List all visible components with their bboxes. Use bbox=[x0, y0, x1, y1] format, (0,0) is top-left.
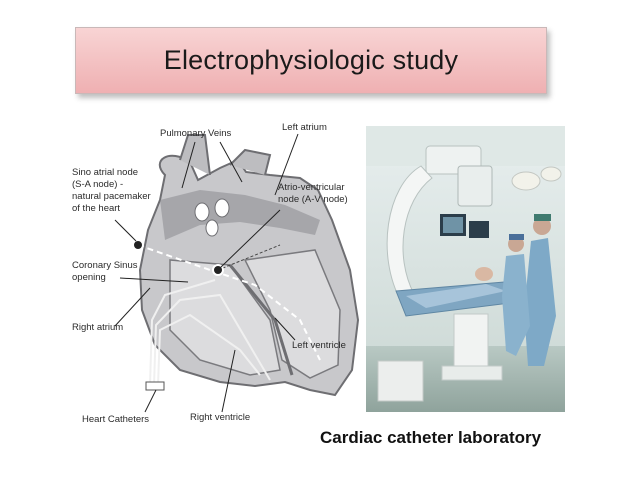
monitor-screen bbox=[443, 217, 463, 233]
table-pedestal bbox=[453, 313, 489, 370]
photo-caption: Cardiac catheter laboratory bbox=[320, 428, 542, 447]
staff-cap bbox=[509, 234, 524, 240]
label-av-node: Atrio-ventricular bbox=[278, 182, 345, 193]
detector bbox=[457, 165, 493, 207]
label-sa-node: Sino atrial node bbox=[72, 167, 138, 178]
table-base bbox=[441, 365, 503, 381]
label-right-ventricle: Right ventricle bbox=[190, 412, 250, 423]
heart-diagram: Pulmonary Veins Left atrium Sino atrial … bbox=[72, 122, 360, 425]
label-av-node: node (A-V node) bbox=[278, 194, 348, 205]
staff-member bbox=[524, 238, 556, 366]
label-sa-node: natural pacemaker bbox=[72, 191, 151, 202]
label-sa-node: of the heart bbox=[72, 203, 120, 214]
septum bbox=[228, 264, 294, 376]
patient-head bbox=[475, 267, 493, 281]
title-banner: Electrophysiologic study bbox=[75, 27, 547, 94]
catheter-connector bbox=[145, 381, 165, 391]
staff-member bbox=[502, 254, 530, 356]
pointer-lines bbox=[114, 133, 299, 413]
surgical-lamp bbox=[540, 166, 562, 182]
pulmonary-vein-opening bbox=[214, 198, 230, 218]
label-sa-node: (S-A node) - bbox=[72, 179, 123, 190]
label-heart-catheters: Heart Catheters bbox=[82, 414, 149, 425]
staff-cap bbox=[534, 214, 551, 221]
atrium-wall bbox=[160, 190, 320, 240]
staff-head bbox=[533, 217, 551, 235]
slide-title: Electrophysiologic study bbox=[163, 45, 459, 75]
label-left-ventricle: Left ventricle bbox=[292, 340, 346, 351]
av-dashed-line bbox=[217, 244, 281, 271]
patient-drape bbox=[406, 284, 506, 308]
catheter-line bbox=[149, 279, 216, 386]
cath-lab-photo bbox=[366, 126, 565, 412]
pulmonary-vessel bbox=[229, 148, 272, 176]
aorta bbox=[179, 134, 211, 176]
catheter-line bbox=[157, 313, 261, 386]
label-pulmonary-veins: Pulmonary Veins bbox=[160, 128, 232, 139]
monitor bbox=[469, 221, 489, 238]
conduction-path bbox=[137, 244, 321, 361]
sa-node bbox=[132, 239, 144, 251]
pulmonary-vein-opening bbox=[205, 219, 219, 237]
label-coronary-sinus: opening bbox=[72, 272, 106, 283]
label-coronary-sinus: Coronary Sinus bbox=[72, 260, 138, 271]
catheter-line bbox=[153, 293, 271, 386]
label-right-atrium: Right atrium bbox=[72, 322, 123, 333]
surgical-lamp bbox=[511, 171, 541, 191]
label-left-atrium: Left atrium bbox=[282, 122, 327, 133]
pulmonary-vein-opening bbox=[194, 202, 210, 222]
equipment-cart bbox=[377, 360, 424, 402]
